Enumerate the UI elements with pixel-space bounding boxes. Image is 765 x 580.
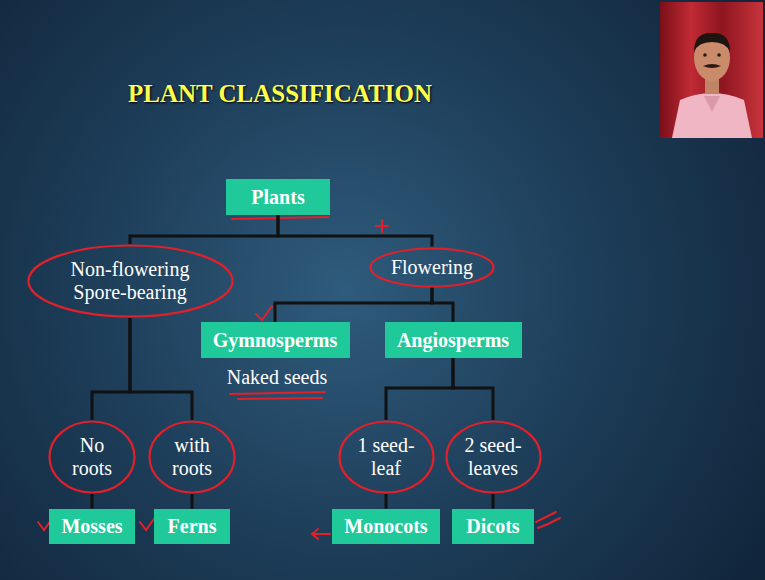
tree-connector (130, 215, 278, 244)
tree-connector (278, 215, 432, 247)
tree-connector (385, 494, 388, 509)
tree-connector (91, 494, 94, 509)
tree-connector (191, 494, 194, 509)
node-text: with roots (164, 434, 220, 480)
node-text: Dicots (466, 515, 521, 538)
tree-connector (432, 288, 453, 323)
tree-connector (453, 358, 493, 420)
class-box: Monocots (332, 509, 440, 544)
tree-connector (275, 288, 432, 323)
node-text: Monocots (344, 515, 429, 538)
tree-connector (492, 494, 495, 509)
title: PLANT CLASSIFICATION (128, 80, 432, 108)
root-box: Plants (226, 179, 330, 215)
group-box: Angiosperms (385, 322, 522, 358)
trait-oval: 1 seed- leaf (338, 420, 435, 494)
node-text: Flowering (390, 256, 474, 279)
node-text: 1 seed- leaf (355, 434, 417, 480)
node-text: Plants (251, 186, 306, 209)
trait-oval: 2 seed- leaves (445, 420, 542, 494)
node-text: Mosses (61, 515, 124, 538)
presenter-inset (660, 2, 763, 138)
category-oval: Flowering (369, 247, 495, 288)
node-text: Angiosperms (396, 329, 510, 352)
node-text: No roots (64, 434, 120, 480)
trait-oval: No roots (48, 420, 136, 494)
tree-connector (130, 318, 192, 420)
red-annotations (38, 217, 560, 539)
group-box: Gymnosperms (201, 322, 350, 358)
node-text: Non-flowering Spore-bearing (60, 258, 200, 304)
node-text: Ferns (167, 515, 217, 538)
tree-connector (386, 358, 453, 420)
note-label: Naked seeds (227, 366, 328, 389)
class-box: Dicots (452, 509, 534, 544)
trait-oval: with roots (148, 420, 236, 494)
node-text: 2 seed- leaves (462, 434, 524, 480)
class-box: Ferns (154, 509, 230, 544)
category-oval: Non-flowering Spore-bearing (27, 244, 234, 318)
class-box: Mosses (49, 509, 135, 544)
tree-connector (92, 318, 130, 420)
node-text: Gymnosperms (212, 329, 338, 352)
